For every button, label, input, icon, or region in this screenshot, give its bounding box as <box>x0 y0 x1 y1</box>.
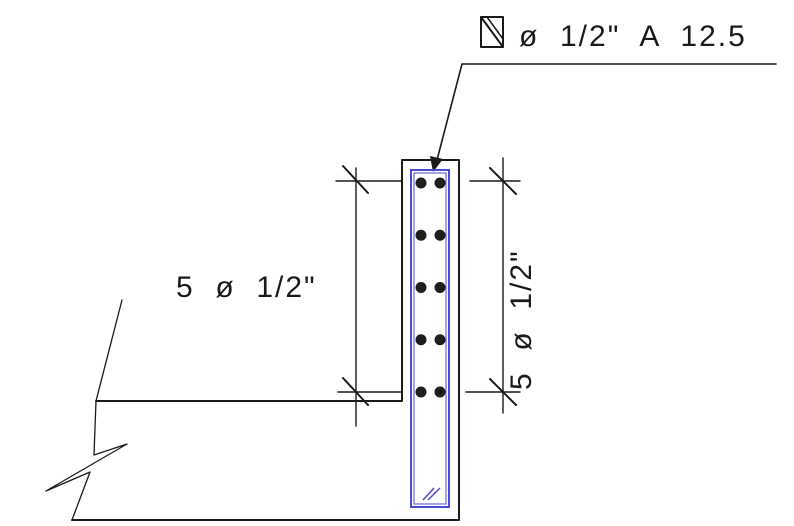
rebar-bar <box>434 386 446 398</box>
break-line <box>45 299 128 521</box>
rebar-bar <box>434 282 446 293</box>
rebar-bar <box>415 386 427 398</box>
left-dimension-label: 5 ø 1/2" <box>176 271 317 304</box>
right-dimension-label: 5 ø 1/2" <box>505 249 538 390</box>
wall-outline <box>71 159 460 521</box>
rebar-bar <box>434 177 446 189</box>
rebar-bar <box>415 177 427 189</box>
rebar-bar <box>415 334 427 346</box>
rebar-bar <box>415 229 427 241</box>
rebar-bars <box>415 177 446 398</box>
rebar-bar <box>415 282 427 293</box>
right-dimension-line <box>465 157 521 414</box>
rebar-bar <box>434 229 446 241</box>
rebar-bar <box>434 334 446 346</box>
callout-leader <box>430 63 777 172</box>
section-mark-icon <box>480 16 504 48</box>
callout-label: ø 1/2" A 12.5 <box>519 20 747 53</box>
left-dimension-line <box>335 165 403 427</box>
stirrup <box>410 169 450 508</box>
